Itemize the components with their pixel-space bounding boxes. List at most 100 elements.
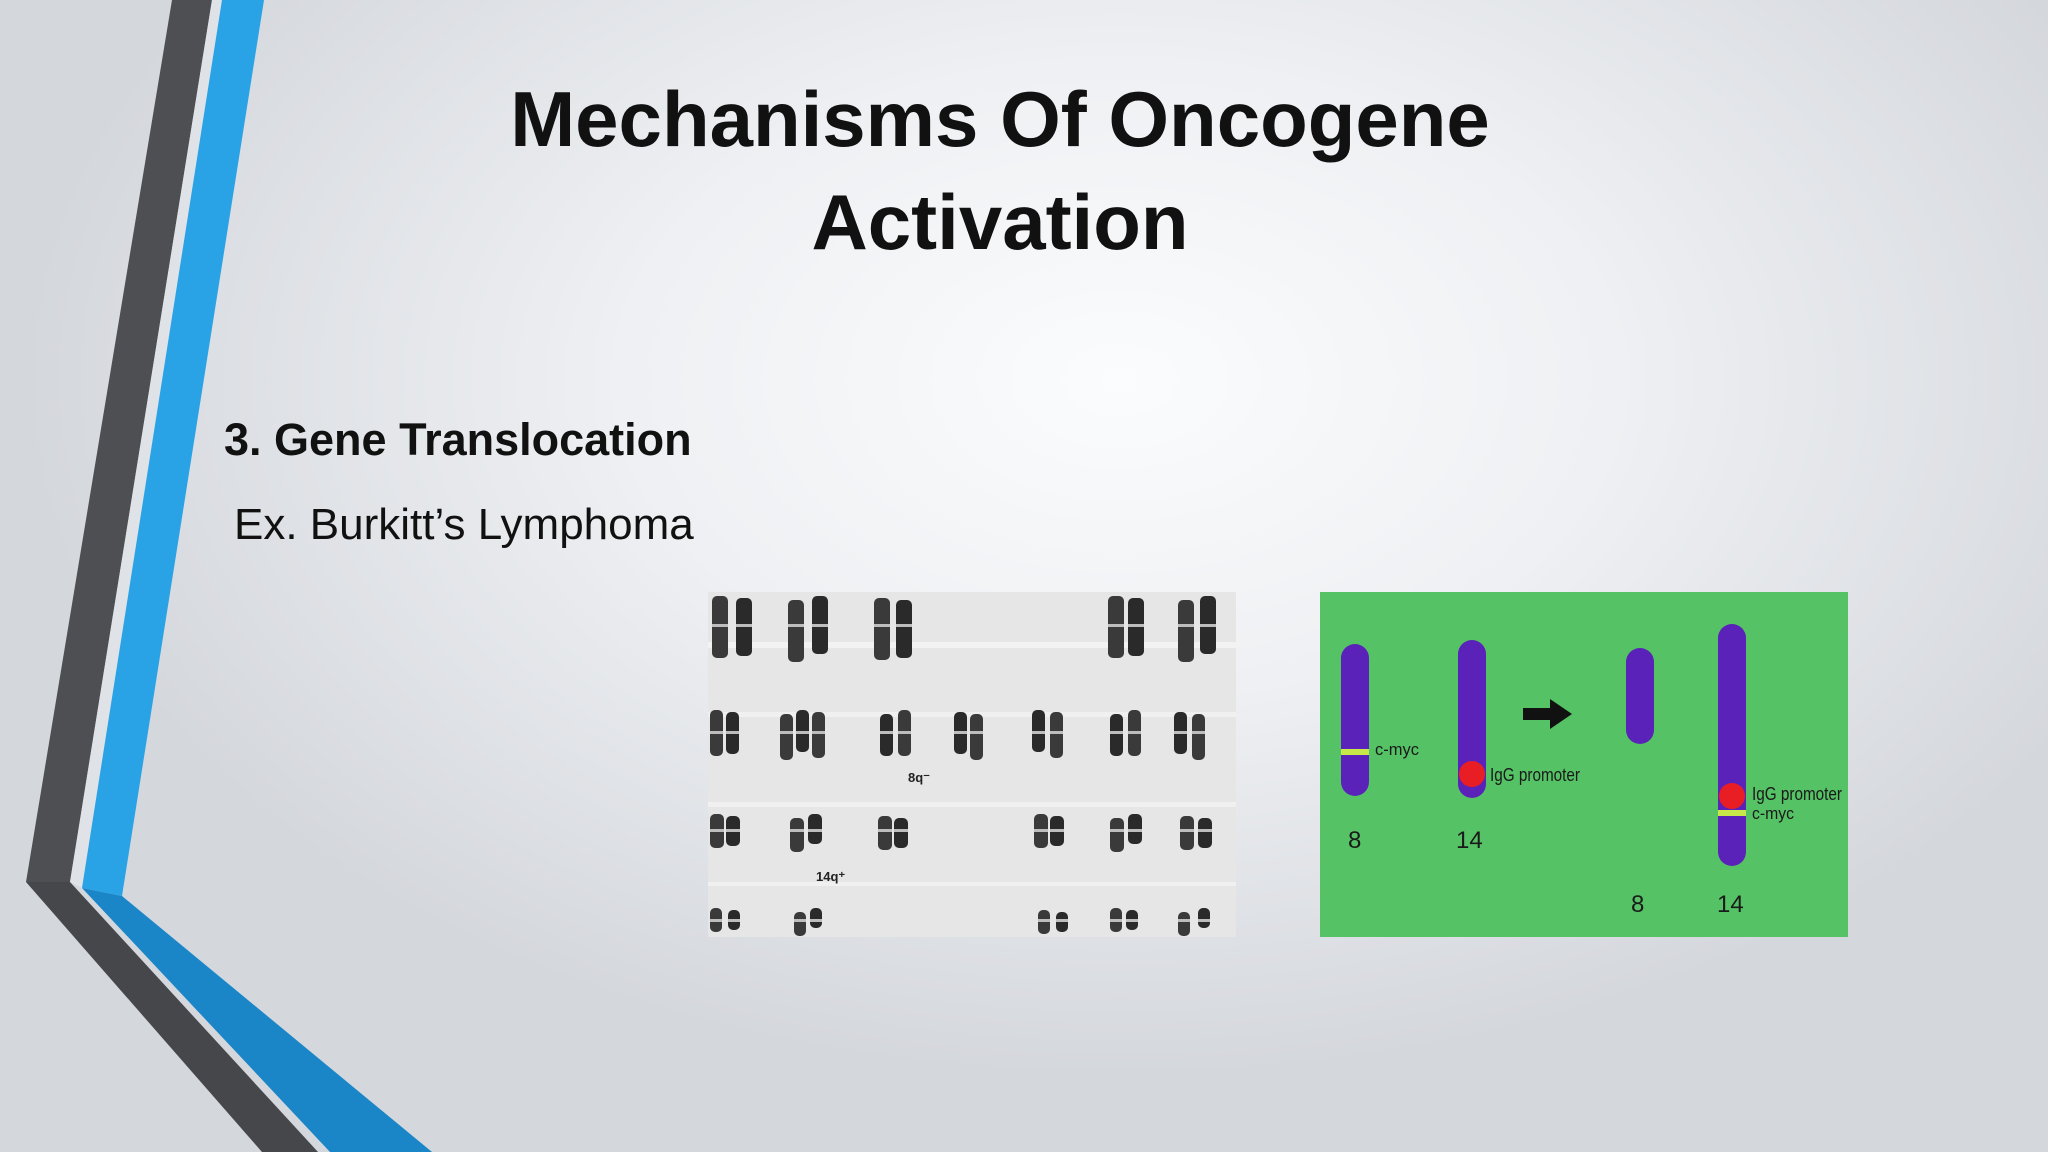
karyotype-band (878, 829, 892, 832)
karyotype-band (808, 829, 822, 832)
karyotype-chromosome (788, 600, 804, 662)
karyotype-band (1128, 829, 1142, 832)
karyotype-band (810, 919, 822, 922)
karyotype-chromosome (1198, 818, 1212, 848)
karyotype-band (790, 829, 804, 832)
label-8q: 8q⁻ (908, 770, 930, 785)
karyotype-band (1050, 829, 1064, 832)
karyotype-band (1128, 624, 1144, 627)
arrow-icon (1523, 699, 1572, 729)
karyotype-chromosome (880, 714, 893, 756)
dark-bar-upper (26, 0, 212, 882)
karyotype-band (796, 731, 809, 734)
karyotype-band (1126, 919, 1138, 922)
karyotype-band (710, 919, 722, 922)
igg-promoter-marker (1459, 761, 1485, 787)
karyotype-chromosome (810, 908, 822, 928)
karyotype-band (970, 731, 983, 734)
karyotype-band (1198, 829, 1212, 832)
karyotype-chromosome (874, 598, 890, 660)
karyotype-band (780, 731, 793, 734)
karyotype-band (1178, 624, 1194, 627)
karyotype-chromosome (896, 600, 912, 658)
dark-bar-lower (26, 882, 318, 1152)
karyotype-band (1108, 624, 1124, 627)
cmyc-band (1341, 749, 1369, 755)
label-result-cmyc: c-myc (1752, 804, 1794, 823)
karyotype-band (880, 731, 893, 734)
translocation-diagram: c-myc 8 IgG promoter 14 8 IgG promoter c… (1320, 592, 1848, 937)
karyotype-chromosome (1110, 714, 1123, 756)
karyotype-band (710, 829, 724, 832)
label-chr14: 14 (1456, 827, 1483, 854)
karyotype-chromosome (794, 912, 806, 936)
slide-title-line-2: Activation (811, 178, 1189, 266)
blue-bar-lower (82, 888, 432, 1152)
karyotype-band (954, 731, 967, 734)
karyotype-band (898, 731, 911, 734)
karyotype-band (794, 919, 806, 922)
karyotype-chromosome (894, 818, 908, 848)
karyotype-chromosome (790, 818, 804, 852)
karyotype-chromosome (1178, 600, 1194, 662)
karyotype-band (728, 919, 740, 922)
section-heading: 3. Gene Translocation (224, 414, 692, 465)
karyotype-band (1056, 919, 1068, 922)
karyotype-chromosome (1180, 816, 1194, 850)
karyotype-band (788, 624, 804, 627)
karyotype-chromosome (1050, 712, 1063, 758)
karyotype-chromosome (1110, 818, 1124, 852)
karyotype-band (1110, 919, 1122, 922)
label-igg: IgG promoter (1490, 765, 1580, 785)
karyotype-band (1038, 919, 1050, 922)
example-text: Ex. Burkitt’s Lymphoma (234, 500, 694, 549)
karyotype-band (1110, 731, 1123, 734)
blue-bar-upper (82, 0, 264, 896)
result-chromosome-14 (1718, 624, 1746, 866)
karyotype-band (874, 624, 890, 627)
slide-title-line-1: Mechanisms Of Oncogene (510, 75, 1490, 163)
karyotype-band (1034, 829, 1048, 832)
label-result-chr8: 8 (1631, 891, 1644, 918)
karyotype-band (1178, 919, 1190, 922)
karyotype-band (1180, 829, 1194, 832)
result-chromosome-8 (1626, 648, 1654, 744)
karyotype-chromosome (1192, 714, 1205, 760)
karyotype-band (1032, 731, 1045, 734)
karyotype-band (1050, 731, 1063, 734)
label-14q: 14q⁺ (816, 869, 845, 884)
karyotype-band (896, 624, 912, 627)
label-chr8: 8 (1348, 827, 1361, 854)
karyotype-band (726, 829, 740, 832)
karyotype-band (812, 731, 825, 734)
karyotype-band (712, 624, 728, 627)
result-cmyc-band (1718, 810, 1746, 816)
karyotype-band (1110, 829, 1124, 832)
karyotype-band (1192, 731, 1205, 734)
chromosome-8 (1341, 644, 1369, 796)
karyotype-band (1174, 731, 1187, 734)
karyotype-chromosomes (710, 596, 1216, 936)
karyotype-band (812, 624, 828, 627)
karyotype-chromosome (812, 712, 825, 758)
result-igg-marker (1719, 783, 1745, 809)
karyotype-image: 8q⁻ 14q⁺ (708, 592, 1236, 937)
slide-title: Mechanisms Of Oncogene Activation (400, 68, 1600, 274)
karyotype-chromosome (780, 714, 793, 760)
karyotype-band (710, 731, 723, 734)
karyotype-chromosome (878, 816, 892, 850)
label-result-chr14: 14 (1717, 891, 1744, 918)
label-result-igg: IgG promoter (1752, 784, 1842, 804)
karyotype-band (894, 829, 908, 832)
karyotype-band (1198, 919, 1210, 922)
light-gap-upper (70, 0, 222, 888)
karyotype-chromosome (970, 714, 983, 760)
karyotype-band (1200, 624, 1216, 627)
label-cmyc: c-myc (1375, 740, 1419, 759)
karyotype-band (726, 731, 739, 734)
karyotype-chromosome (1178, 912, 1190, 936)
chromosome-14 (1458, 640, 1486, 798)
karyotype-band (736, 624, 752, 627)
karyotype-chromosome (1198, 908, 1210, 928)
